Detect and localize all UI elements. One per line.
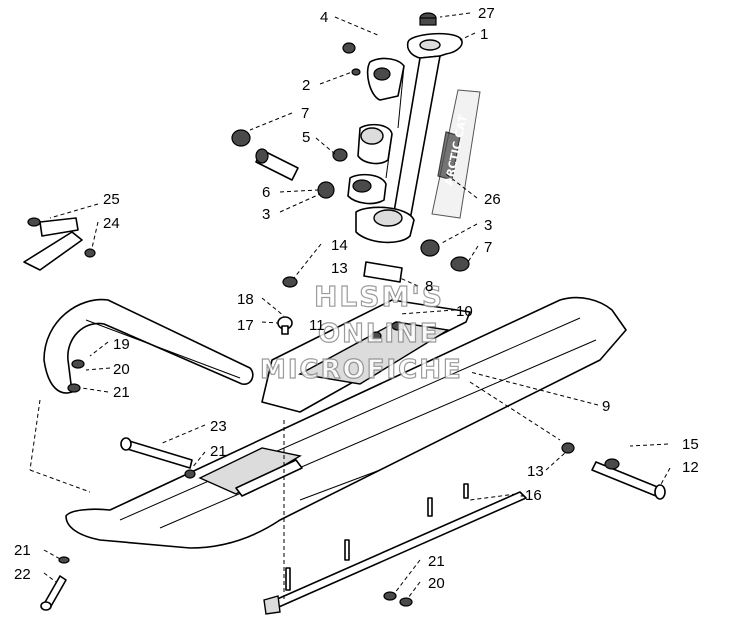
- spacer-6: [255, 148, 299, 181]
- callout-label: 11: [309, 317, 325, 334]
- watermark-line2: ONLINE: [318, 319, 440, 349]
- watermark-line3: MICROFICHE: [260, 355, 463, 385]
- callout-label: 10: [456, 303, 473, 320]
- bushing-7-upper: [231, 129, 251, 147]
- nut-20-low: [399, 597, 413, 607]
- callout-label: 12: [682, 459, 699, 476]
- callout-label: 19: [113, 336, 130, 353]
- watermark: HLSM'S ONLINE MICROFICHE: [259, 279, 463, 385]
- callout-label: -16: [520, 487, 542, 504]
- spindle-assembly: [347, 32, 463, 244]
- callout-label: 24: [103, 215, 120, 232]
- callout-label: 13: [331, 260, 348, 277]
- callout-label: 20: [428, 575, 445, 592]
- callout-label: 23: [210, 418, 227, 435]
- nut-21-mid: [184, 469, 196, 479]
- callout-label: 18: [237, 291, 254, 308]
- washer-21-left: [58, 556, 70, 564]
- callout-label: 21: [113, 384, 130, 401]
- callout-label: 1: [480, 26, 488, 43]
- bolt-12: [591, 461, 666, 500]
- callout-label: 13: [527, 463, 544, 480]
- washer-13-right: [561, 442, 575, 454]
- callout-label: 25: [103, 191, 120, 208]
- callout-label: 26: [484, 191, 501, 208]
- part-4: [342, 42, 356, 54]
- bracket-24: [23, 217, 96, 271]
- callout-labels: 4 27 1 2 7 5 6 3 26 3 7 25 24 14 13 8 18…: [14, 5, 699, 592]
- callout-label: 7: [484, 239, 492, 256]
- bushing-3-upper: [317, 181, 335, 199]
- part-2: [351, 68, 361, 76]
- nut-27: [419, 12, 437, 26]
- callout-label: 6: [262, 184, 270, 201]
- ski-9: [65, 296, 627, 549]
- callout-label: 15: [682, 436, 699, 453]
- callout-label: 27: [478, 5, 495, 22]
- callout-label: 9: [602, 398, 610, 415]
- leader-lines: [29, 12, 671, 600]
- callout-label: 22: [14, 566, 31, 583]
- callout-label: 21: [428, 553, 445, 570]
- nut-15: [604, 458, 620, 470]
- mounting-bracket-10: [261, 299, 471, 413]
- callout-label: 3: [484, 217, 492, 234]
- bushing-3-lower: [420, 239, 440, 257]
- watermark-line1: HLSM'S: [314, 280, 444, 313]
- skag-16: [263, 483, 527, 615]
- callout-label: 21: [14, 542, 31, 559]
- washer-21-low: [383, 591, 397, 601]
- ski-loop-19: [43, 298, 254, 394]
- callout-label: 17: [237, 317, 254, 334]
- bushing-7-lower: [450, 256, 470, 272]
- callout-label: 2: [302, 77, 310, 94]
- callout-label: 5: [302, 129, 310, 146]
- callout-label: 21: [210, 443, 227, 460]
- bolt-17: [277, 316, 293, 335]
- bolt-22: [40, 575, 67, 611]
- callout-label: 8: [425, 278, 433, 295]
- callout-label: 7: [301, 105, 309, 122]
- bushing-5: [332, 148, 348, 162]
- callout-label: 14: [331, 237, 348, 254]
- washer-14: [282, 276, 298, 288]
- callout-label: 20: [113, 361, 130, 378]
- decal-26: ARCTIC CAT: [431, 89, 481, 219]
- part-8: [363, 261, 403, 283]
- callout-label: 3: [262, 206, 270, 223]
- callout-label: 4: [320, 9, 328, 26]
- bolt-23: [120, 437, 193, 469]
